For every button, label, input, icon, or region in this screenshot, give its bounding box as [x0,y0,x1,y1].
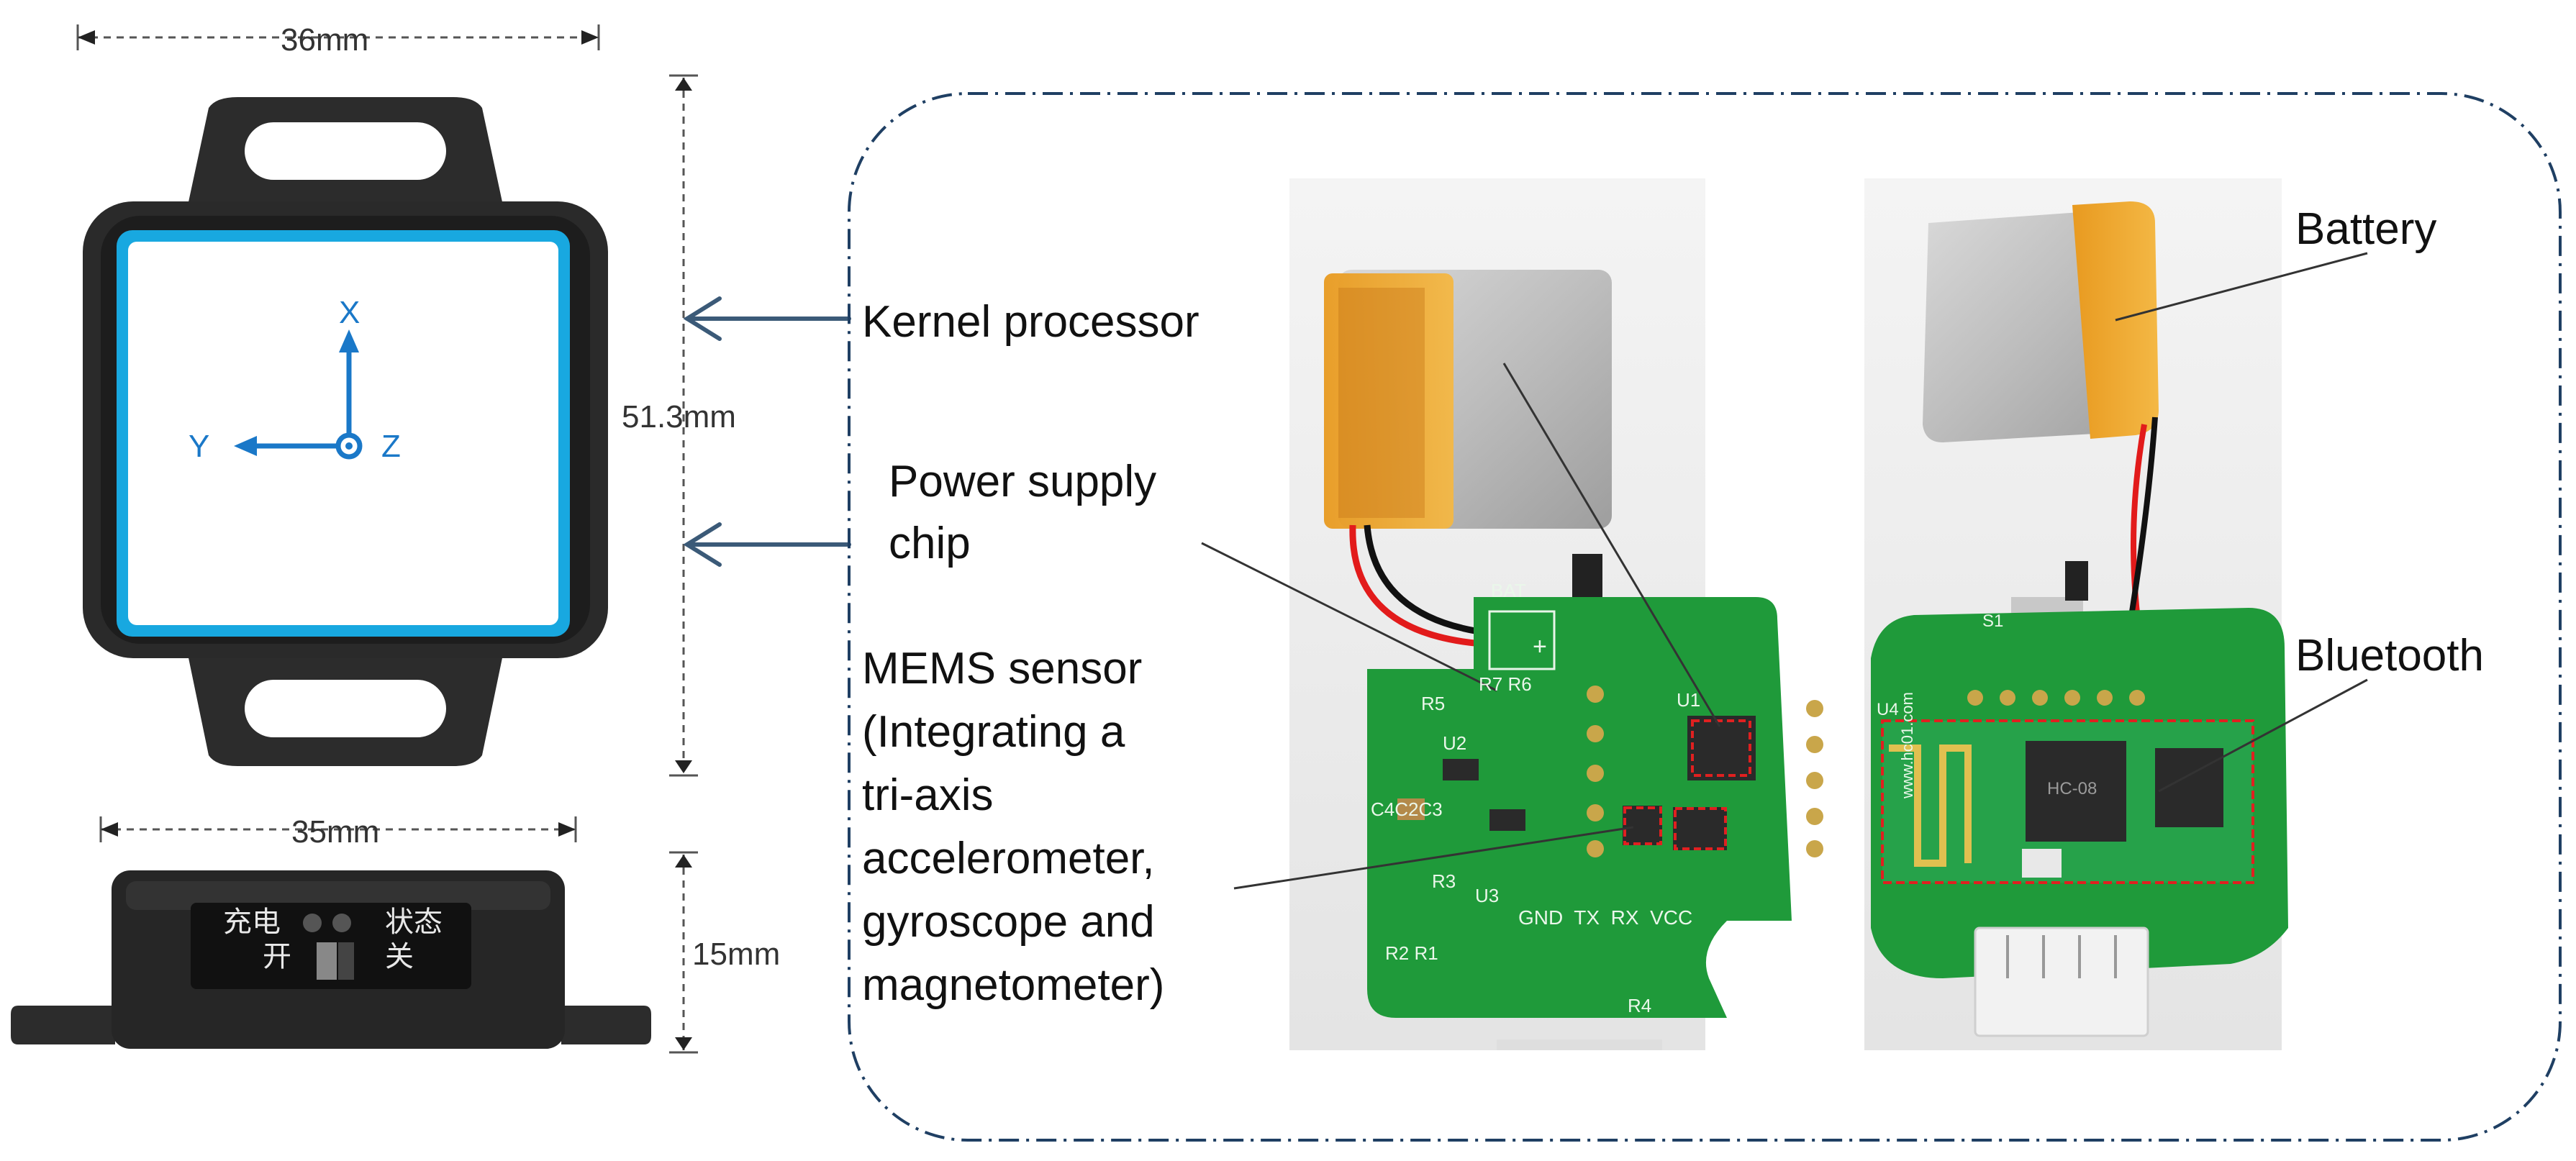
bluetooth-label: Bluetooth [2295,631,2484,680]
silk-u1: U1 [1677,689,1701,711]
silk-r3: R3 [1432,870,1456,892]
mems-line: magnetometer) [862,960,1165,1010]
power-supply-label-line1: Power supply [889,457,1157,506]
silk-plus: + [1533,633,1547,660]
axis-x-label: X [339,295,360,330]
pcb-back-photo [1864,178,2288,1050]
device-side-view [11,870,651,1049]
battery-label: Battery [2295,204,2437,254]
dimension-height [669,74,698,777]
arrow-kernel [683,296,851,341]
silk-r4: R4 [1628,995,1652,1016]
detail-frame [848,92,2562,1142]
axis-y-label: Y [189,429,210,464]
mems-line: accelerometer, [862,834,1155,883]
charge-text: 充电 [223,906,281,939]
silk-c4c2c3: C4C2C3 [1371,798,1443,820]
silk-u2: U2 [1443,732,1467,754]
dimension-thickness [669,851,698,1054]
top-width-label: 36mm [281,22,369,58]
on-text: 开 [263,940,291,973]
off-text: 关 [385,940,414,973]
silk-s1: S1 [1982,611,2004,631]
silk-u4: U4 [1877,700,1899,719]
dimension-top-width [76,24,600,50]
status-text: 状态 [385,906,443,939]
pcb-front-photo [1289,178,1823,1050]
silk-r7r6: R7 R6 [1479,673,1532,695]
arrow-power [683,522,851,567]
leader-mems [1233,826,1634,890]
device-top-view [83,97,608,766]
kernel-processor-label: Kernel processor [862,297,1199,347]
axis-glyph [234,329,363,460]
silk-r2r1: R2 R1 [1385,942,1438,964]
side-width-label: 35mm [291,814,380,850]
mems-label: MEMS sensor (Integrating a tri-axis acce… [862,637,1164,1017]
silk-pins: GND TX RX VCC [1518,906,1693,929]
silk-url: www.hc01.com [1898,692,1916,798]
mems-line: MEMS sensor [862,644,1143,693]
leader-power [1201,542,1497,692]
mems-line: gyroscope and [862,897,1155,947]
leader-bluetooth [2158,678,2368,793]
silk-r5: R5 [1421,693,1446,714]
dimension-side-width [99,816,577,842]
mems-line: (Integrating a [862,707,1125,757]
thickness-label: 15mm [692,937,781,972]
leader-battery [2115,252,2368,322]
silk-bat: BAT [1491,580,1526,601]
height-label: 51.3mm [622,399,736,434]
power-supply-label-line2: chip [889,519,971,568]
silk-module: HC-08 [2047,779,2097,798]
axis-z-label: Z [381,429,401,464]
silk-u3: U3 [1475,885,1500,906]
mems-line: tri-axis [862,770,994,820]
leader-kernel [1502,363,1721,727]
